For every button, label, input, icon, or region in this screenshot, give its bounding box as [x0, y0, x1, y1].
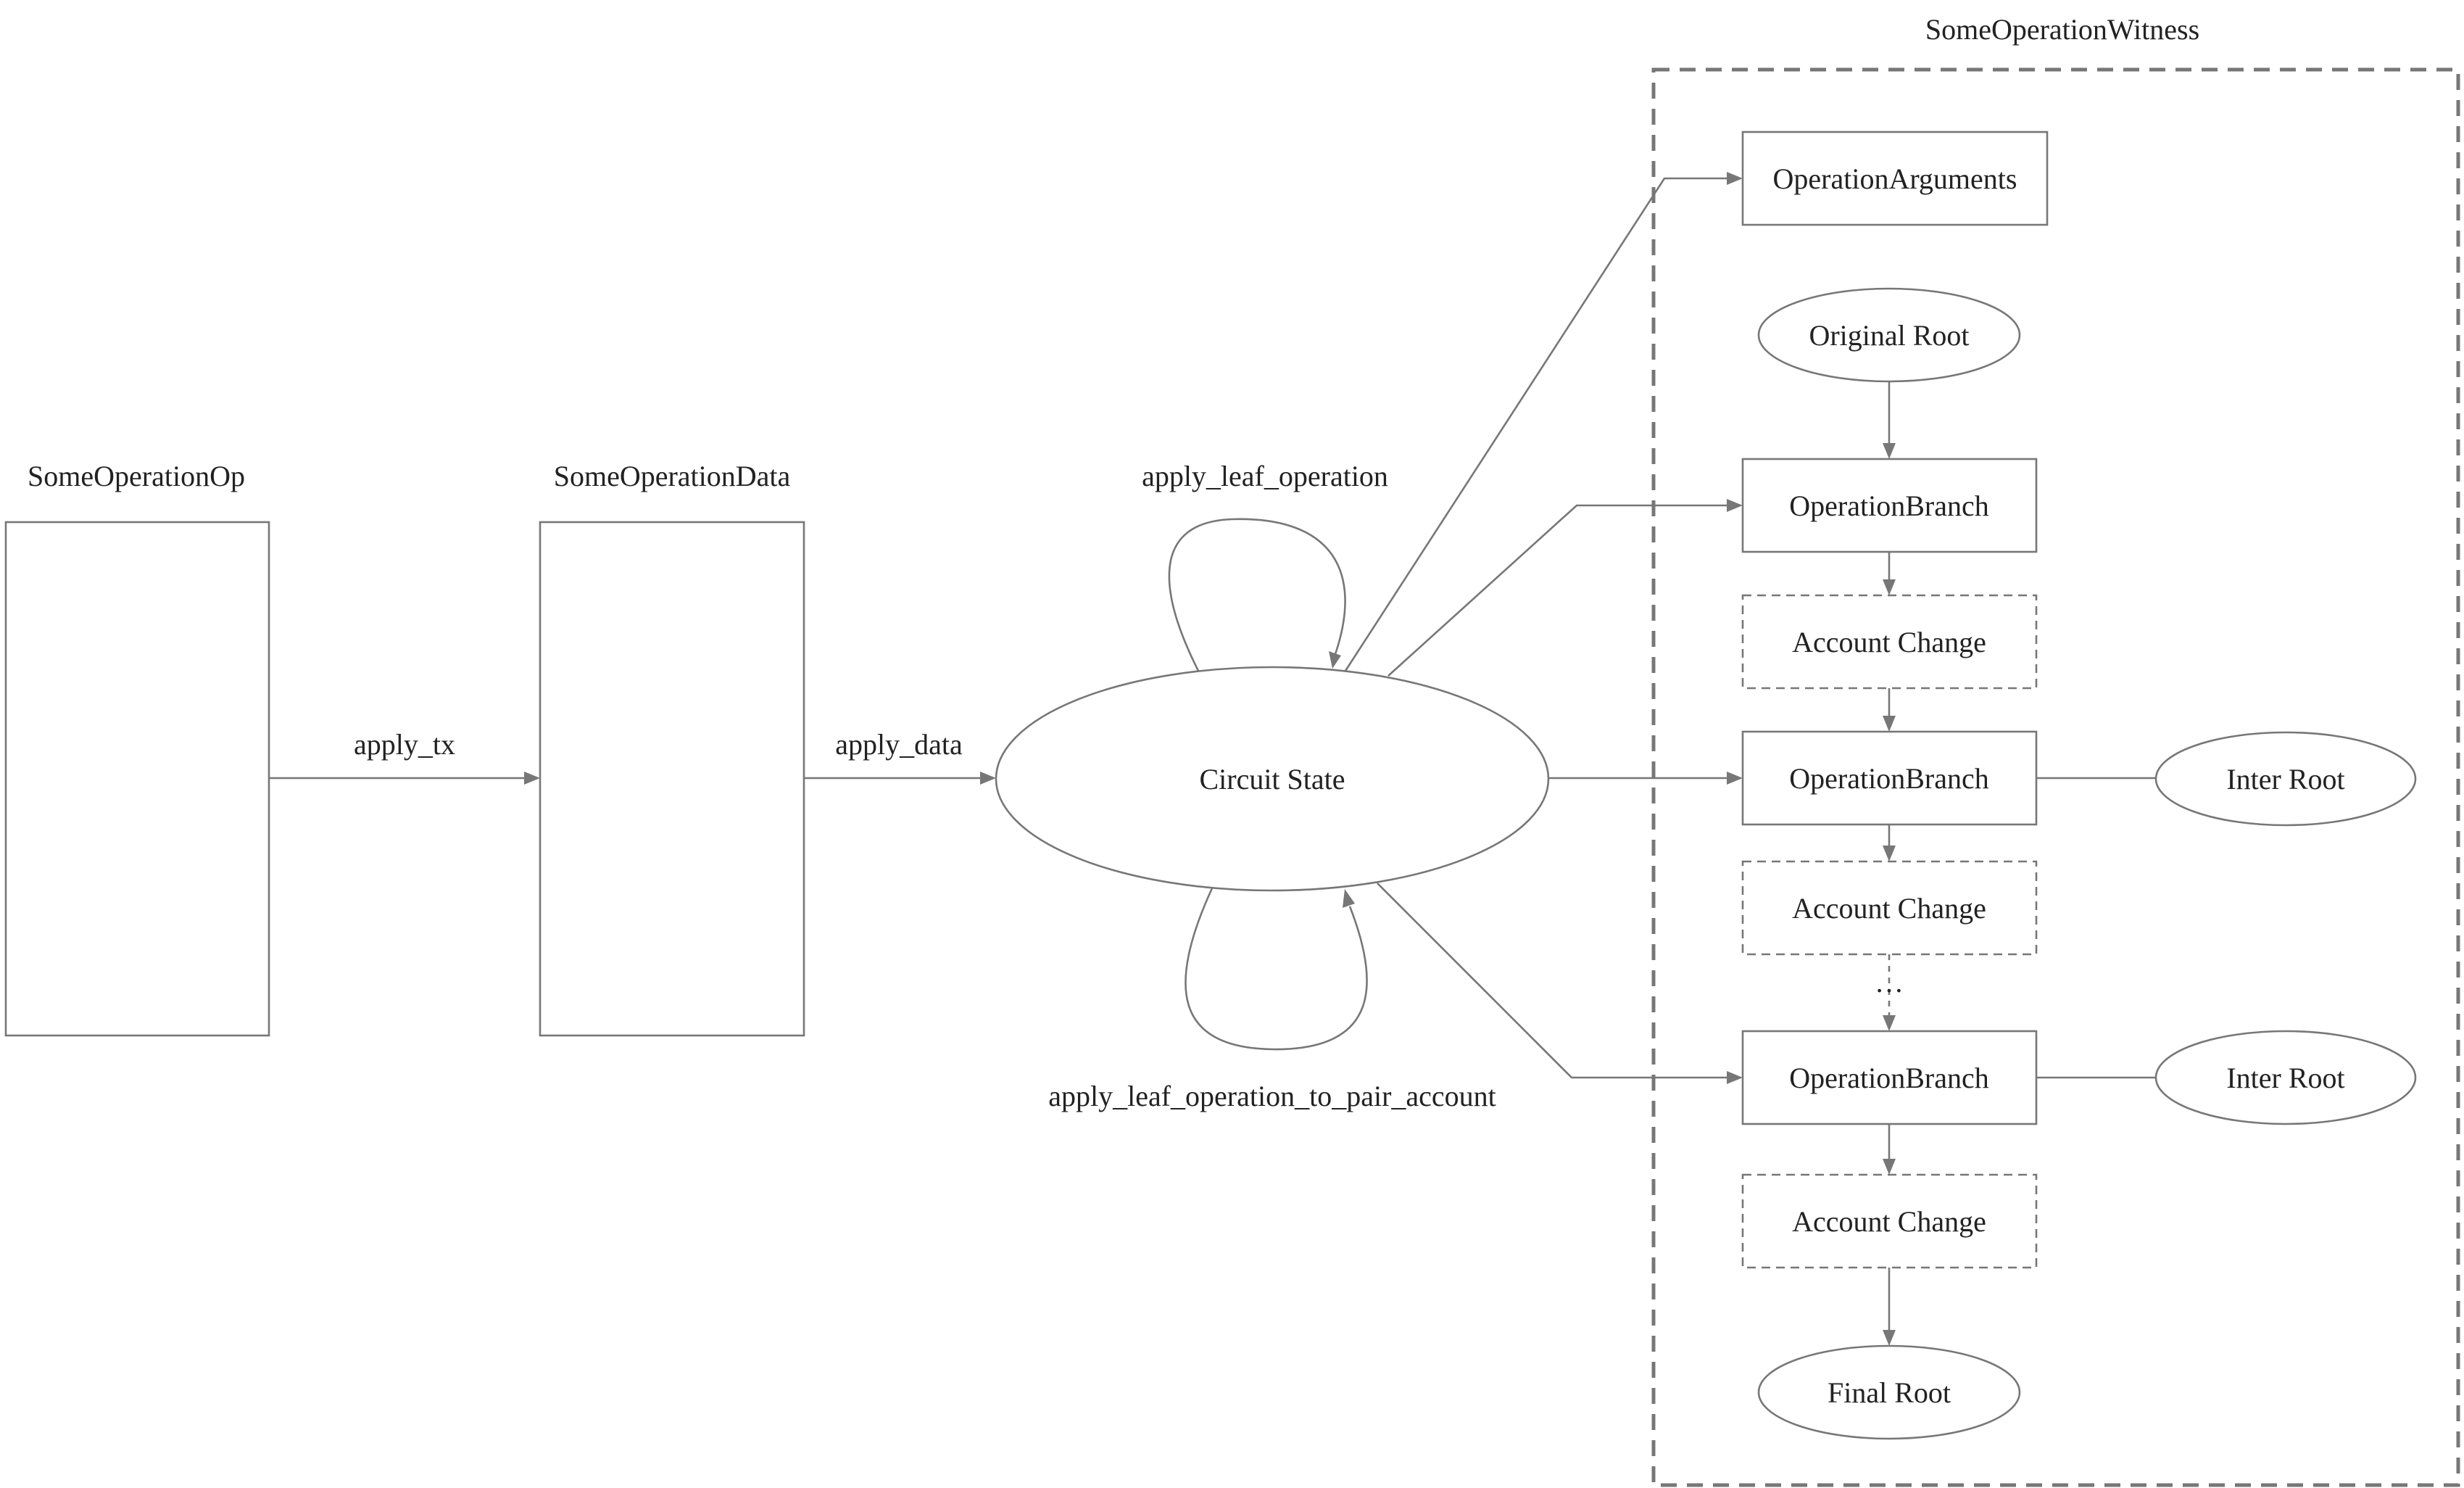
edge-label-apply-leaf-operation: apply_leaf_operation	[1142, 460, 1388, 492]
arrowhead	[980, 772, 996, 785]
node-operation-arguments[interactable]: OperationArguments	[1741, 131, 2049, 226]
node-operation-branch-3[interactable]: OperationBranch	[1741, 1030, 2038, 1125]
node-some-operation-data[interactable]: SomeOperationData	[539, 460, 805, 1037]
node-circuit-state[interactable]: Circuit State	[995, 666, 1550, 892]
edge-state-to-arguments	[1344, 172, 1743, 671]
node-final-root[interactable]: Final Root	[1757, 1344, 2021, 1440]
node-account-change-3[interactable]: Account Change	[1741, 1173, 2038, 1269]
arrowhead	[1329, 651, 1341, 669]
arrowhead	[524, 772, 540, 785]
account-change-3-label: Account Change	[1792, 1205, 1986, 1238]
operation-branch-3-label: OperationBranch	[1789, 1062, 1988, 1094]
arrowhead	[1883, 1330, 1896, 1346]
node-inter-root-2[interactable]: Inter Root	[2154, 1030, 2417, 1125]
arrowhead	[1883, 579, 1896, 595]
operation-branch-2-box[interactable]	[1741, 730, 2038, 826]
account-change-2-label: Account Change	[1792, 892, 1986, 925]
edge-branch2-to-change2	[1883, 824, 1896, 861]
operation-arguments-label: OperationArguments	[1773, 162, 2017, 195]
arrowhead	[1727, 1071, 1743, 1084]
some-operation-data-box[interactable]	[539, 521, 805, 1037]
edge-label-apply-data: apply_data	[835, 728, 963, 761]
account-change-1-box[interactable]	[1741, 594, 2038, 690]
arrowhead	[1883, 716, 1896, 732]
arrowhead	[1883, 846, 1896, 861]
edge-state-to-branch3	[1377, 883, 1743, 1084]
operation-branch-1-label: OperationBranch	[1789, 489, 1988, 522]
operation-branch-1-box[interactable]	[1741, 458, 2038, 553]
original-root-label: Original Root	[1809, 319, 1969, 352]
inter-root-1-ellipse[interactable]	[2154, 731, 2417, 827]
edge-branch1-to-change1	[1883, 552, 1896, 595]
edge-original-root-to-branch1	[1883, 381, 1896, 459]
circuit-state-label: Circuit State	[1199, 763, 1345, 795]
edge-apply-tx: apply_tx	[269, 728, 540, 785]
some-operation-op-label: SomeOperationOp	[28, 460, 245, 492]
arrowhead	[1727, 172, 1743, 185]
inter-root-1-label: Inter Root	[2226, 763, 2344, 795]
operation-branch-2-label: OperationBranch	[1789, 762, 1988, 795]
node-account-change-2[interactable]: Account Change	[1741, 860, 2038, 956]
edge-state-to-branch1	[1387, 499, 1743, 677]
edge-change3-to-final-root	[1883, 1268, 1896, 1346]
edge-state-to-branch2	[1548, 772, 1743, 785]
account-change-1-label: Account Change	[1792, 626, 1986, 658]
edge-change1-to-branch2	[1883, 688, 1896, 732]
witness-cluster-title: SomeOperationWitness	[1925, 13, 2199, 46]
account-change-3-box[interactable]	[1741, 1173, 2038, 1269]
node-original-root[interactable]: Original Root	[1757, 287, 2021, 383]
node-account-change-1[interactable]: Account Change	[1741, 594, 2038, 690]
some-operation-data-label: SomeOperationData	[554, 460, 791, 492]
node-inter-root-1[interactable]: Inter Root	[2154, 731, 2417, 827]
arrowhead	[1883, 1159, 1896, 1175]
edge-apply-data: apply_data	[804, 728, 996, 785]
edge-label-apply-tx: apply_tx	[354, 728, 455, 761]
final-root-label: Final Root	[1828, 1376, 1951, 1409]
node-operation-branch-2[interactable]: OperationBranch	[1741, 730, 2038, 826]
final-root-ellipse[interactable]	[1757, 1344, 2021, 1440]
arrowhead	[1883, 1015, 1896, 1031]
edge-apply-leaf-operation: apply_leaf_operation	[1142, 460, 1388, 671]
arrowhead	[1883, 443, 1896, 459]
operation-arguments-box[interactable]	[1741, 131, 2049, 226]
edge-label-apply-leaf-operation-to-pair-account: apply_leaf_operation_to_pair_account	[1048, 1080, 1496, 1112]
inter-root-2-label: Inter Root	[2226, 1062, 2344, 1094]
arrowhead	[1727, 499, 1743, 512]
edge-change2-to-branch3: …	[1875, 954, 1904, 1031]
some-operation-op-box[interactable]	[4, 521, 270, 1037]
node-operation-branch-1[interactable]: OperationBranch	[1741, 458, 2038, 553]
ellipsis-label: …	[1875, 966, 1904, 999]
node-some-operation-op[interactable]: SomeOperationOp	[4, 460, 270, 1037]
edge-apply-leaf-operation-to-pair-account: apply_leaf_operation_to_pair_account	[1048, 888, 1496, 1112]
inter-root-2-ellipse[interactable]	[2154, 1030, 2417, 1125]
arrowhead	[1343, 889, 1355, 908]
edge-branch3-to-change3	[1883, 1124, 1896, 1175]
account-change-2-box[interactable]	[1741, 860, 2038, 956]
arrowhead	[1727, 772, 1743, 785]
